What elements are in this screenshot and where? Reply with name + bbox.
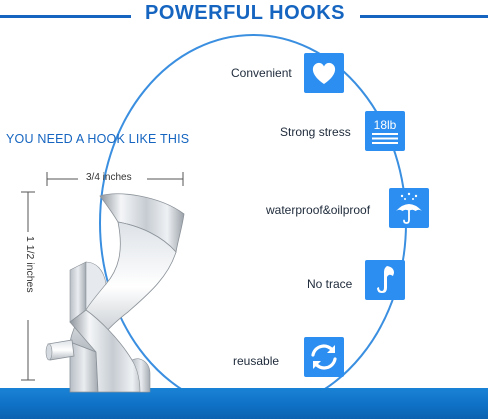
feature-label-convenient: Convenient	[231, 66, 292, 80]
heart-icon	[304, 53, 344, 93]
feature-label-waterproof: waterproof&oilproof	[266, 203, 371, 217]
subtitle: YOU NEED A HOOK LIKE THIS	[6, 132, 190, 146]
weight-badge-icon: 18lb	[365, 111, 405, 151]
weight-badge-text: 18lb	[374, 118, 397, 132]
width-dimension-label: 3/4 inches	[86, 172, 132, 183]
umbrella-icon	[389, 188, 429, 228]
feature-label-reusable: reusable	[233, 354, 280, 368]
floor-base	[0, 388, 488, 419]
refresh-icon	[304, 337, 344, 377]
page-title: POWERFUL HOOKS	[145, 2, 345, 24]
header-line-left	[0, 15, 131, 18]
feature-label-no-trace: No trace	[307, 277, 353, 291]
header-line-right	[360, 15, 488, 18]
hook-icon	[365, 260, 405, 300]
feature-label-strong-stress: Strong stress	[280, 125, 351, 139]
